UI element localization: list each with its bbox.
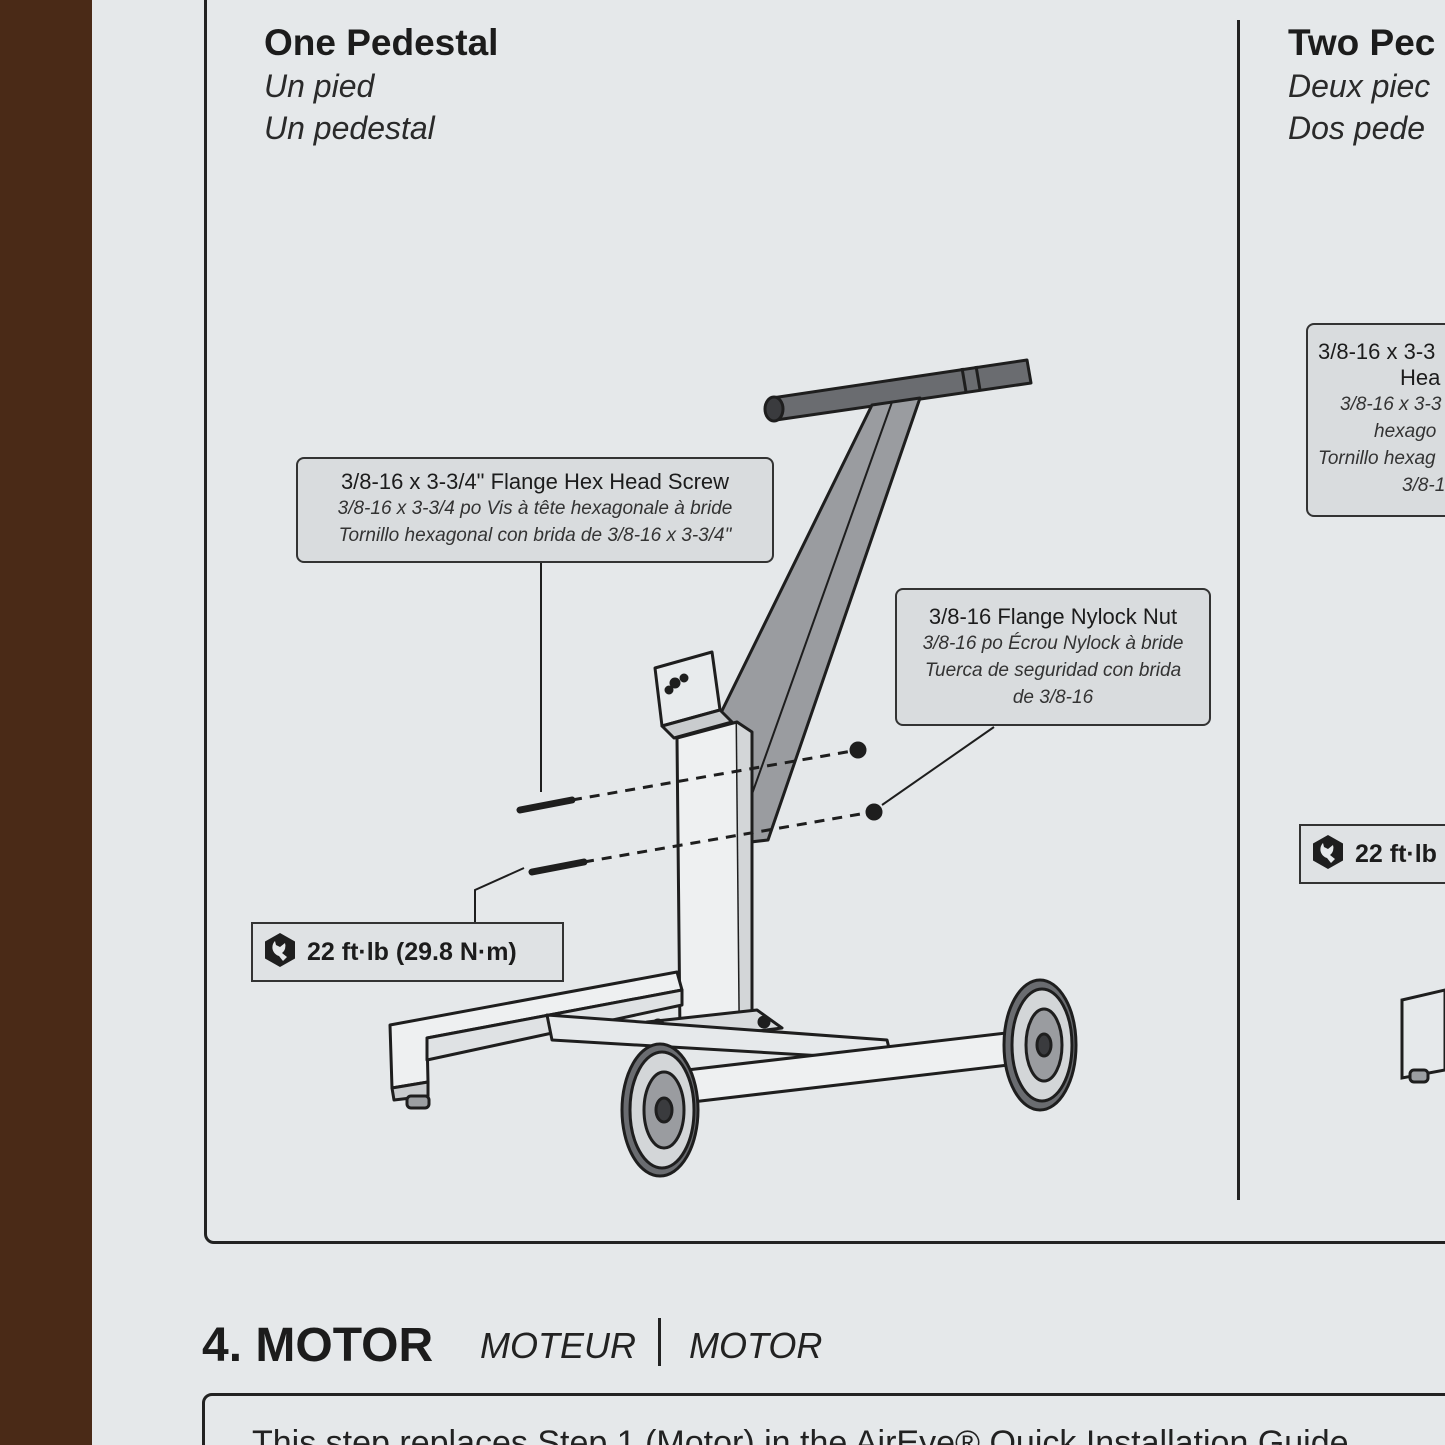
screw-right-line6: 3/8-1	[1402, 475, 1445, 496]
nut-lower	[865, 803, 883, 821]
instruction-sheet: One Pedestal Un pied Un pedestal Two Pec…	[92, 0, 1445, 1445]
screw-callout-fr: 3/8-16 x 3-3/4 po Vis à tête hexagonale …	[337, 498, 733, 519]
screw-upper	[516, 796, 576, 814]
torque-value-right: 22 ft·lb	[1355, 839, 1437, 868]
torque-spec-left: 22 ft·lb (29.8 N·m)	[251, 922, 564, 982]
nut-callout: 3/8-16 Flange Nylock Nut 3/8-16 po Écrou…	[895, 588, 1211, 726]
screw-right-line5: Tornillo hexag	[1318, 448, 1436, 469]
nut-upper	[849, 741, 867, 759]
nut-callout-fr: 3/8-16 po Écrou Nylock à bride	[922, 633, 1184, 654]
step-4-intro-text: This step replaces Step 1 (Motor) in the…	[252, 1424, 1349, 1445]
screw-callout-en: 3/8-16 x 3-3/4" Flange Hex Head Screw	[340, 469, 730, 494]
section-title-two-pedestals: Two Pec	[1288, 22, 1436, 63]
torque-value-left: 22 ft·lb (29.8 N·m)	[307, 937, 517, 966]
wrench-icon	[1311, 834, 1345, 875]
pedestal-assembly-drawing	[388, 358, 1445, 1178]
step-4-panel	[202, 1393, 1445, 1445]
nut-callout-en: 3/8-16 Flange Nylock Nut	[928, 604, 1178, 629]
step-heading-es: MOTOR	[689, 1325, 823, 1366]
wrench-icon	[263, 932, 297, 973]
section-title-es: Un pedestal	[264, 110, 435, 146]
nut-callout-es-1: Tuerca de seguridad con brida	[924, 660, 1182, 681]
step-heading-fr: MOTEUR	[480, 1325, 636, 1366]
step-heading-separator	[658, 1318, 661, 1366]
front-wheel	[620, 1042, 700, 1178]
screw-right-line2: Hea	[1400, 365, 1441, 390]
screw-callout-right: 3/8-16 x 3-3 Hea 3/8-16 x 3-3 hexago Tor…	[1306, 323, 1445, 517]
torque-spec-right: 22 ft·lb	[1299, 824, 1445, 884]
nut-callout-es-2: de 3/8-16	[1012, 687, 1094, 708]
section-title-fr: Un pied	[264, 68, 375, 104]
screw-right-line1: 3/8-16 x 3-3	[1318, 339, 1436, 364]
step-heading: 4. MOTOR	[202, 1319, 434, 1372]
screw-callout: 3/8-16 x 3-3/4" Flange Hex Head Screw 3/…	[296, 457, 774, 563]
assembly-panel	[204, 0, 1445, 1244]
screw-lower	[528, 858, 588, 876]
section-title-two-fr: Deux piec	[1288, 68, 1431, 104]
vertical-post	[675, 720, 742, 1037]
handle-bar	[763, 358, 1033, 423]
rear-wheel	[1002, 978, 1078, 1112]
section-title-two-es: Dos pede	[1288, 110, 1425, 146]
screw-right-line3: 3/8-16 x 3-3	[1340, 394, 1442, 415]
screw-right-line4: hexago	[1374, 421, 1437, 442]
section-divider	[1237, 20, 1240, 1200]
screw-callout-es: Tornillo hexagonal con brida de 3/8-16 x…	[338, 525, 732, 546]
section-title-one-pedestal: One Pedestal	[264, 22, 499, 63]
